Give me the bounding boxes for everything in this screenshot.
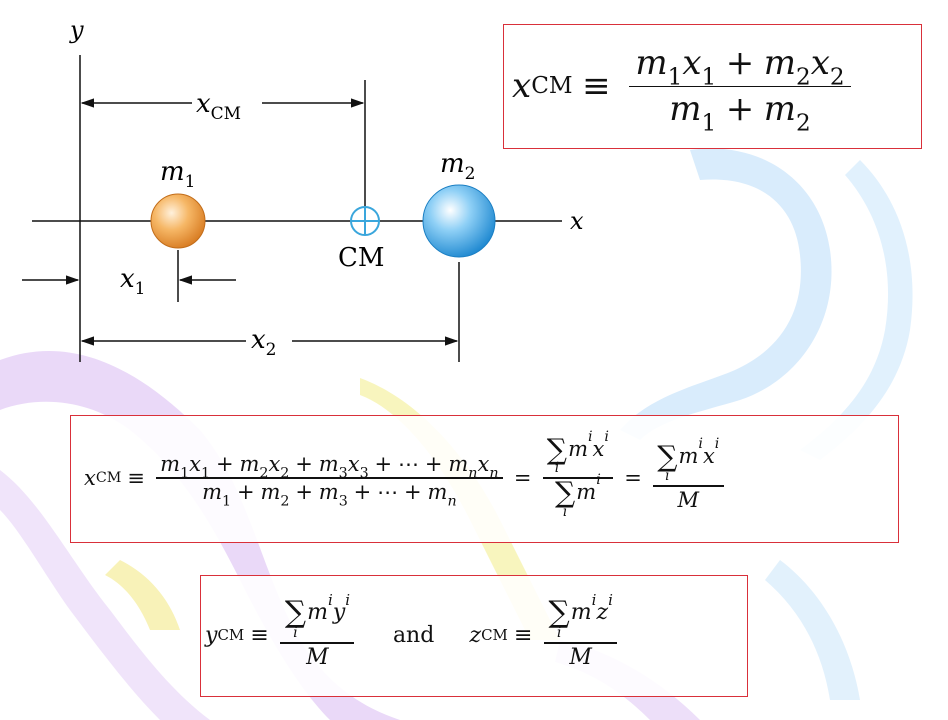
and-text: and	[392, 622, 435, 648]
denominator: m1+m2	[669, 89, 811, 137]
center-of-mass-diagram: y x xCM m1 CM m2 x1 x2	[22, 16, 584, 362]
y-axis-label: y	[69, 16, 84, 44]
x1-label: x1	[120, 264, 146, 299]
yellow-ribbon-2	[105, 560, 180, 630]
lavender-ribbon	[0, 350, 400, 720]
lavender-ribbon-2	[0, 470, 210, 720]
numerator: m1x1+m2x2	[635, 42, 845, 91]
yellow-ribbon	[360, 378, 560, 640]
fraction: m1x1+m2x2 m1+m2	[628, 42, 852, 137]
equiv-sign: ≡	[582, 66, 611, 106]
blue-ribbon-3	[765, 560, 860, 700]
mass-1-sphere	[150, 193, 206, 249]
expanded-fraction: m1x1+m2x2+m3x3+⋯+mnxn m1+m2+m3+⋯+mn	[155, 452, 503, 509]
yz-formula-box	[200, 575, 748, 697]
x2-dimension-label: x2	[251, 325, 277, 360]
mass-1-label: m1	[160, 157, 195, 192]
blue-ribbon	[620, 148, 832, 440]
center-of-mass-label: CM	[338, 243, 385, 273]
xcm-symbol: x	[512, 66, 532, 106]
x-axis-label: x	[570, 207, 584, 235]
blue-ribbon-2	[800, 160, 913, 460]
xcm-dimension-label: xCM	[196, 89, 241, 124]
n-mass-formula-box	[70, 415, 899, 543]
mass-2-label: m2	[440, 149, 475, 184]
mass-2-sphere	[422, 184, 496, 258]
